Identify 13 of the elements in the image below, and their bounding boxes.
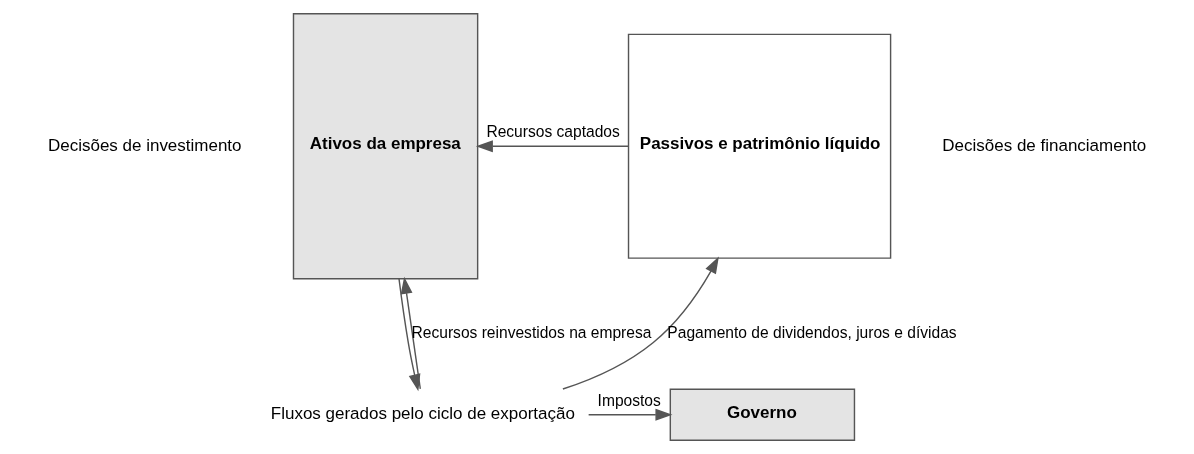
node-label: Decisões de investimento [47, 135, 242, 155]
node-text: Fluxos gerados pelo ciclo de exportação [270, 404, 575, 424]
node-box: Ativos da empresa [292, 13, 479, 280]
node-label: Decisões de financiamento [942, 135, 1147, 155]
node-box: Governo [669, 388, 856, 441]
edge-label: Recursos reinvestidos na empresa [411, 323, 652, 341]
edge-label: Recursos captados [486, 123, 620, 141]
edge-label: Pagamento de dividendos, juros e dívidas [667, 323, 957, 341]
node-box: Passivos e patrimônio líquido [627, 33, 892, 259]
arrow [562, 256, 719, 390]
arrow [475, 140, 629, 153]
arrow [587, 408, 673, 421]
edge-label: Impostos [597, 391, 661, 409]
